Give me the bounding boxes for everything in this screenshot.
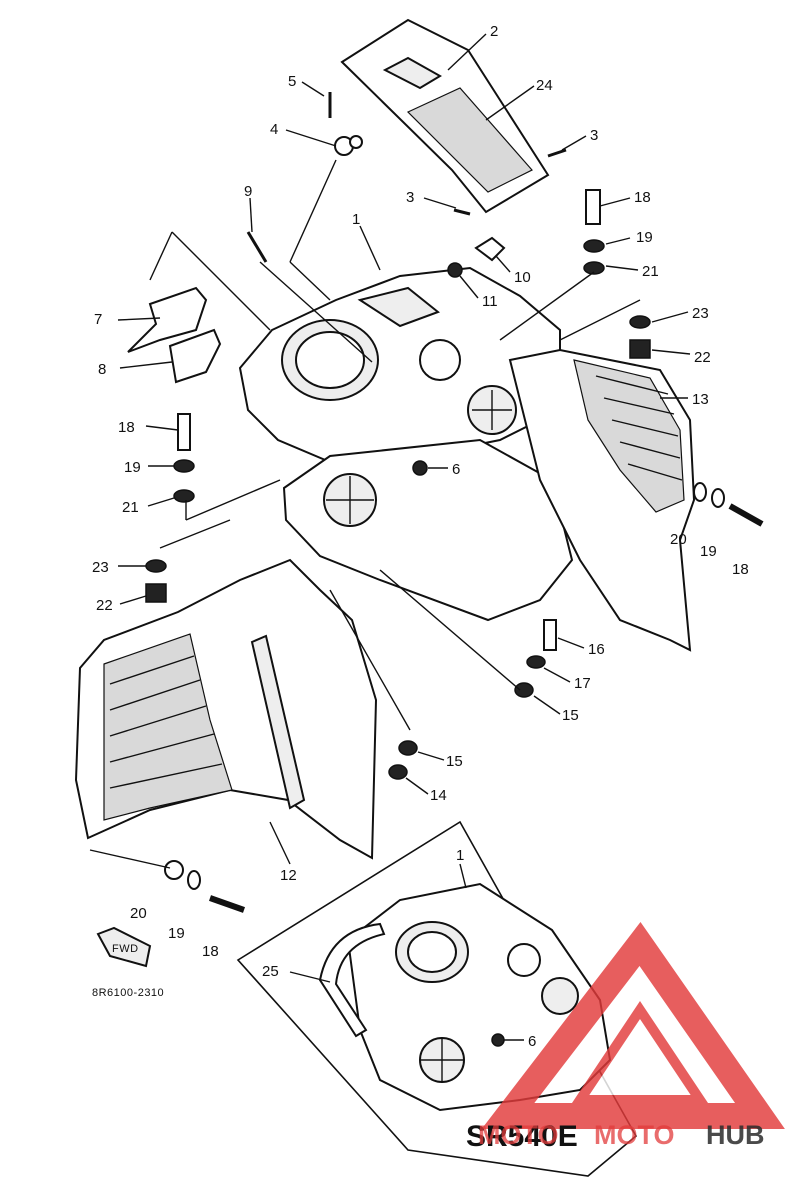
callout-18: 18	[118, 419, 135, 436]
motohub-watermark-logo	[481, 921, 785, 1129]
fasteners	[145, 189, 764, 913]
watermark-moto-1: MOTO	[478, 1120, 559, 1150]
callout-6: 6	[452, 461, 460, 478]
callout-8: 8	[98, 361, 106, 378]
model-label: SR540E	[466, 1120, 578, 1153]
callout-19: 19	[636, 229, 653, 246]
watermark-hub: HUB	[706, 1120, 765, 1150]
callout-3: 3	[590, 127, 598, 144]
callout-18: 18	[202, 943, 219, 960]
seat-cover-part	[340, 18, 550, 214]
callout-1: 1	[352, 211, 360, 228]
callout-23: 23	[92, 559, 109, 576]
callout-1: 1	[456, 847, 464, 864]
callout-4: 4	[270, 121, 278, 138]
watermark-moto-2: MOTO	[594, 1120, 675, 1150]
callout-12: 12	[280, 867, 297, 884]
callout-leaders	[117, 33, 691, 1041]
callout-18: 18	[634, 189, 651, 206]
callout-20: 20	[670, 531, 687, 548]
callout-15: 15	[562, 707, 579, 724]
callout-15: 15	[446, 753, 463, 770]
callout-24: 24	[536, 77, 553, 94]
callout-11: 11	[482, 293, 498, 310]
callout-7: 7	[94, 311, 102, 328]
callout-2: 2	[490, 23, 498, 40]
small-hardware	[246, 92, 567, 263]
callout-22: 22	[694, 349, 711, 366]
variant-inset	[236, 820, 638, 1177]
forward-arrow-icon: FWD	[96, 926, 152, 968]
callout-20: 20	[130, 905, 147, 922]
callout-10: 10	[514, 269, 531, 286]
callout-21: 21	[122, 499, 139, 516]
callout-18: 18	[732, 561, 749, 578]
callout-22: 22	[96, 597, 113, 614]
main-body-part	[238, 236, 574, 622]
callout-9: 9	[244, 183, 252, 200]
callout-19: 19	[700, 543, 717, 560]
right-side-cover-part	[508, 348, 696, 652]
callout-5: 5	[288, 73, 296, 90]
callout-3: 3	[406, 189, 414, 206]
callout-21: 21	[642, 263, 659, 280]
assembly-lines	[89, 159, 641, 869]
motohub-watermark-text: MOTO MOTO HUB	[478, 1120, 765, 1150]
callout-19: 19	[168, 925, 185, 942]
callout-25: 25	[262, 963, 279, 980]
left-side-cover-part	[74, 558, 378, 860]
callout-numbers: 2 24 3 3 5 4 9 1 10 11 18 19 21 7 8 23 2…	[92, 23, 749, 1050]
callout-23: 23	[692, 305, 709, 322]
callout-13: 13	[692, 391, 709, 408]
callout-17: 17	[574, 675, 591, 692]
callout-19: 19	[124, 459, 141, 476]
bracket-part	[127, 286, 222, 384]
callout-6: 6	[528, 1033, 536, 1050]
callout-14: 14	[430, 787, 447, 804]
callout-16: 16	[588, 641, 605, 658]
diagram-code: 8R6100-2310	[92, 987, 164, 999]
fwd-label: FWD	[112, 943, 139, 955]
